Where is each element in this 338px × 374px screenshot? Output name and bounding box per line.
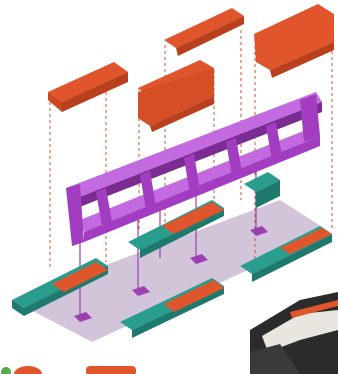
cap-left: [48, 62, 128, 112]
cap-top-center: [164, 8, 244, 56]
corner-object: [250, 292, 338, 374]
corner-items: [1, 366, 136, 374]
cap-top-right: [254, 4, 334, 78]
cap-middle: [138, 60, 214, 132]
